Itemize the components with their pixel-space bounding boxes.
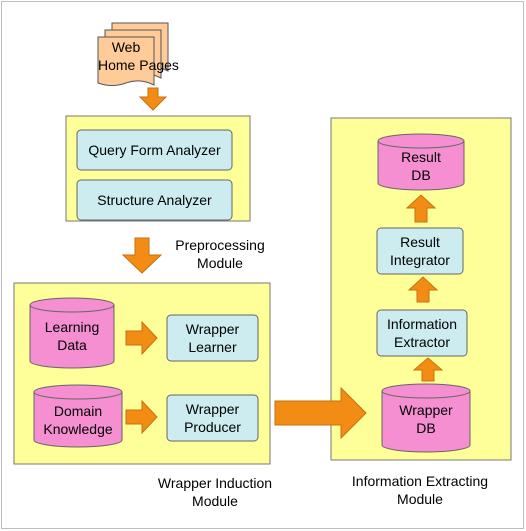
learning-data-database bbox=[29, 297, 115, 369]
wrapper-learner-label: Wrapper Learner bbox=[167, 320, 258, 356]
wrapper-induction-module-line2: Module bbox=[192, 493, 238, 509]
wrapper-db-line2: DB bbox=[416, 420, 436, 436]
preprocessing-module-line1: Preprocessing bbox=[175, 237, 265, 253]
web-home-pages-line2: Home Pages bbox=[98, 57, 179, 73]
result-db-line2: DB bbox=[411, 167, 431, 183]
wrapper-producer-line2: Producer bbox=[184, 419, 241, 435]
learning-data-line2: Data bbox=[57, 337, 87, 353]
result-db-label: Result DB bbox=[378, 148, 464, 184]
information-extractor-line2: Extractor bbox=[393, 334, 450, 350]
arrow-domain-knowledge-to-producer bbox=[125, 399, 158, 435]
information-extracting-module-label: Information Extracting Module bbox=[335, 472, 505, 508]
wrapper-db-line1: Wrapper bbox=[399, 402, 453, 418]
domain-knowledge-label: Domain Knowledge bbox=[34, 402, 122, 438]
wrapper-db-database bbox=[381, 383, 471, 453]
information-extractor-box bbox=[376, 309, 468, 357]
information-extractor-line1: Information bbox=[386, 316, 458, 332]
preprocessing-module-label: Preprocessing Module bbox=[160, 236, 280, 272]
wrapper-learner-line2: Learner bbox=[188, 339, 237, 355]
query-form-analyzer-label: Query Form Analyzer bbox=[88, 142, 221, 158]
arrow-extractor-to-integrator bbox=[407, 276, 439, 303]
arrow-pages-to-preprocessing bbox=[138, 87, 168, 111]
arrow-wrapper-db-to-extractor bbox=[412, 357, 444, 382]
arrow-preprocessing-to-induction bbox=[121, 237, 163, 274]
result-integrator-label: Result Integrator bbox=[377, 233, 463, 269]
result-integrator-box bbox=[376, 227, 464, 275]
result-db-database bbox=[377, 133, 465, 191]
web-home-pages-document-stack bbox=[97, 22, 169, 86]
structure-analyzer-label: Structure Analyzer bbox=[97, 192, 212, 208]
wrapper-induction-module-line1: Wrapper Induction bbox=[157, 475, 273, 491]
learning-data-line1: Learning bbox=[44, 319, 100, 335]
web-home-pages-line1: Web bbox=[111, 39, 141, 55]
wrapper-producer-line1: Wrapper bbox=[185, 401, 240, 417]
wrapper-producer-box bbox=[166, 394, 259, 442]
wrapper-producer-label: Wrapper Producer bbox=[167, 400, 258, 436]
domain-knowledge-line2: Knowledge bbox=[43, 421, 113, 437]
wrapper-induction-module-label: Wrapper Induction Module bbox=[140, 474, 290, 510]
result-db-line1: Result bbox=[401, 149, 441, 165]
structure-analyzer-box bbox=[76, 179, 233, 221]
domain-knowledge-database bbox=[33, 384, 123, 448]
arrow-learning-data-to-learner bbox=[125, 320, 158, 356]
information-extracting-module-line2: Module bbox=[397, 491, 443, 507]
information-extracting-module-line1: Information Extracting bbox=[351, 473, 489, 489]
learning-data-label: Learning Data bbox=[30, 318, 114, 354]
information-extractor-label: Information Extractor bbox=[377, 315, 467, 351]
result-integrator-line1: Result bbox=[400, 234, 440, 250]
wrapper-learner-line1: Wrapper bbox=[185, 321, 240, 337]
preprocessing-module-line2: Module bbox=[197, 255, 243, 271]
domain-knowledge-line1: Domain bbox=[53, 403, 103, 419]
result-integrator-line2: Integrator bbox=[390, 252, 450, 268]
wrapper-db-label: Wrapper DB bbox=[382, 401, 470, 437]
wrapper-learner-box bbox=[166, 314, 259, 362]
query-form-analyzer-box bbox=[76, 129, 233, 171]
web-home-pages-label: Web Home Pages bbox=[98, 38, 179, 74]
arrow-integrator-to-result-db bbox=[405, 194, 437, 223]
arrow-producer-to-wrapper-db bbox=[274, 386, 367, 440]
